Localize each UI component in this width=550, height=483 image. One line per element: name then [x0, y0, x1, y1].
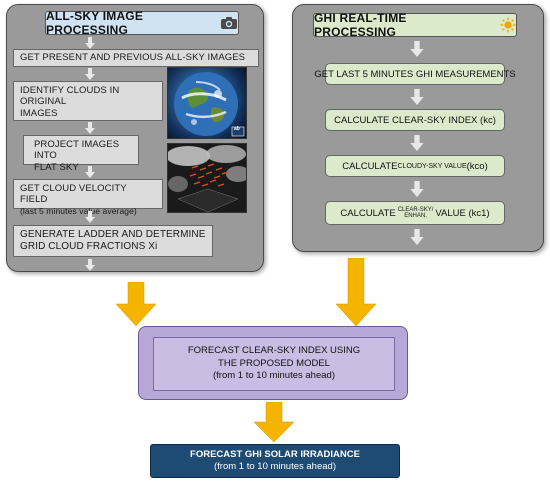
cloud-velocity-step: GET CLOUD VELOCITY FIELD (last 5 minutes… — [13, 179, 163, 216]
all-sky-panel-title: ALL-SKY IMAGE PROCESSING — [45, 9, 239, 37]
flow-arrow — [85, 37, 95, 49]
step-label: GET LAST 5 MINUTES GHI MEASUREMENTS — [314, 68, 516, 80]
clear-sky-enhanced-value-step: CALCULATE CLEAR-SKY/ ENHAN. VALUE (kc1) — [325, 201, 505, 225]
ghi-forecast-title: FORECAST GHI SOLAR IRRADIANCE — [190, 448, 360, 460]
flow-arrow — [410, 229, 424, 245]
grid-cloud-fractions-step: GENERATE LADDER AND DETERMINE GRID CLOUD… — [13, 225, 213, 257]
step-label-pre: CALCULATE — [342, 160, 398, 172]
stack-line1: CLEAR-SKY/ — [397, 206, 434, 213]
ghi-panel-title: GHI REAL-TIME PROCESSING — [313, 11, 517, 39]
forecast-clear-sky-label: FORECAST CLEAR-SKY INDEX USING THE PROPO… — [153, 337, 395, 391]
get-all-sky-images-step: GET PRESENT AND PREVIOUS ALL-SKY IMAGES — [13, 49, 259, 67]
step-label-line2: (last 5 minutes value average) — [20, 205, 137, 216]
ghi-processing-panel: GHI REAL-TIME PROCESSING GET LAST 5 MINU… — [292, 4, 544, 252]
all-sky-processing-panel: ALL-SKY IMAGE PROCESSING GET PRESENT AND… — [6, 4, 264, 272]
forecast-to-ghi-arrow — [254, 402, 294, 442]
sun-icon — [500, 17, 516, 33]
right-to-forecast-arrow — [336, 258, 376, 326]
step-label-line1: GENERATE LADDER AND DETERMINE — [20, 229, 206, 240]
forecast-line2: THE PROPOSED MODEL — [218, 357, 330, 369]
step-label-pre: CALCULATE — [340, 207, 396, 219]
identify-clouds-step: IDENTIFY CLOUDS IN ORIGINAL IMAGES — [13, 81, 163, 121]
all-sky-title-text: ALL-SKY IMAGE PROCESSING — [46, 9, 144, 37]
step-label-post: (kco) — [466, 160, 488, 172]
step-label: CALCULATE CLEAR-SKY INDEX (kc) — [334, 114, 496, 126]
step-label-line1: IDENTIFY CLOUDS IN ORIGINAL — [20, 85, 120, 108]
step-label-line2: GRID CLOUD FRACTIONS Xi — [20, 241, 158, 252]
step-label-line1: PROJECT IMAGES INTO — [34, 139, 120, 162]
photo-badge: ab — [234, 126, 240, 132]
stack-line2: ENHAN. — [404, 213, 427, 219]
flow-arrow — [410, 89, 424, 105]
forecast-line3: (from 1 to 10 minutes ahead) — [213, 370, 335, 382]
flow-arrow — [410, 41, 424, 57]
flow-arrow — [410, 135, 424, 151]
step-label-mid: CLOUDY-SKY VALUE — [397, 162, 467, 170]
flow-arrow — [85, 122, 95, 134]
flow-arrow — [85, 68, 95, 80]
clear-sky-index-step: CALCULATE CLEAR-SKY INDEX (kc) — [325, 109, 505, 131]
ghi-title-text: GHI REAL-TIME PROCESSING — [314, 11, 407, 39]
forecast-ghi-box: FORECAST GHI SOLAR IRRADIANCE (from 1 to… — [150, 444, 400, 478]
step-label-post: VALUE (kc1) — [435, 207, 490, 219]
get-ghi-measurements-step: GET LAST 5 MINUTES GHI MEASUREMENTS — [314, 63, 516, 85]
step-label-line2: IMAGES — [20, 107, 58, 119]
step-label-line2: FLAT SKY — [34, 161, 79, 173]
flow-arrow — [85, 166, 95, 178]
step-label-line1: GET CLOUD VELOCITY FIELD — [20, 183, 127, 206]
camera-icon — [220, 16, 238, 30]
cloudy-sky-value-step: CALCULATE CLOUDY-SKY VALUE (kco) — [325, 155, 505, 177]
flow-arrow — [85, 259, 95, 271]
step-label: GET PRESENT AND PREVIOUS ALL-SKY IMAGES — [20, 52, 246, 64]
earth-satellite-image: ab — [167, 67, 247, 139]
forecast-clear-sky-box: FORECAST CLEAR-SKY INDEX USING THE PROPO… — [138, 326, 408, 400]
ghi-forecast-subtitle: (from 1 to 10 minutes ahead) — [214, 461, 336, 472]
forecast-line1: FORECAST CLEAR-SKY INDEX USING — [187, 344, 361, 356]
flow-arrow — [85, 211, 95, 223]
left-to-forecast-arrow — [116, 282, 156, 326]
project-images-step: PROJECT IMAGES INTO FLAT SKY — [23, 135, 139, 173]
cloud-velocity-image — [167, 143, 247, 213]
step-label-stack: CLEAR-SKY/ ENHAN. — [398, 207, 434, 220]
flow-arrow — [410, 181, 424, 197]
